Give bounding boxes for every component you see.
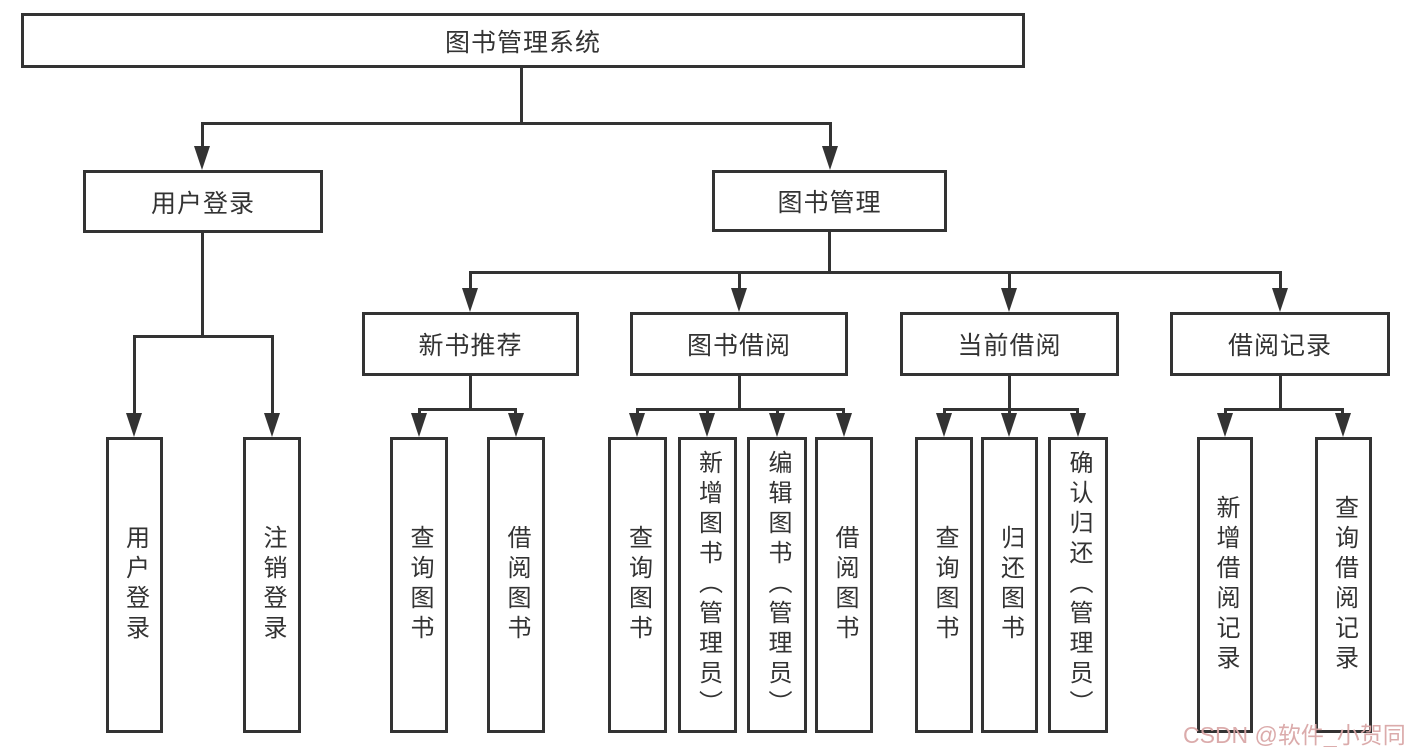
edge-line (201, 122, 831, 125)
leaf-borrowing-query-books-label: 查询图书 (624, 525, 652, 645)
leaf-recommend-query-books-label: 查询图书 (406, 525, 433, 645)
node-book-borrowing-label: 图书借阅 (686, 332, 791, 360)
arrow-down-icon (194, 146, 210, 170)
edge-line (943, 408, 1079, 411)
edge-line (469, 374, 472, 411)
leaf-current-return-books: 归还图书 (981, 437, 1038, 733)
arrow-down-icon (462, 288, 478, 312)
leaf-recommend-borrow-books-label: 借阅图书 (503, 525, 530, 645)
leaf-records-add-record: 新增借阅记录 (1197, 437, 1253, 733)
edge-line (133, 335, 136, 415)
leaf-records-query-record-label: 查询借阅记录 (1330, 495, 1358, 675)
edge-line (418, 408, 517, 411)
node-current-borrowing: 当前借阅 (900, 312, 1119, 376)
leaf-borrowing-add-books-admin: 新增图书（管理员） (678, 437, 737, 733)
arrow-down-icon (1070, 413, 1086, 437)
arrow-down-icon (411, 413, 427, 437)
node-library-system-label: 图书管理系统 (444, 28, 601, 57)
edge-line (201, 232, 204, 338)
leaf-logout: 注销登录 (243, 437, 301, 733)
leaf-current-confirm-return-admin-label: 确认归还（管理员） (1065, 450, 1092, 720)
arrow-down-icon (699, 413, 715, 437)
edge-line (1008, 374, 1011, 411)
leaf-borrowing-add-books-admin-label: 新增图书（管理员） (694, 450, 722, 720)
leaf-user-login-label: 用户登录 (121, 525, 149, 645)
leaf-user-login: 用户登录 (106, 437, 163, 733)
edge-line (469, 271, 472, 291)
leaf-records-add-record-label: 新增借阅记录 (1212, 495, 1239, 675)
arrow-down-icon (1335, 413, 1351, 437)
node-borrowing-records-label: 借阅记录 (1227, 332, 1332, 360)
edge-line (201, 122, 204, 148)
node-borrowing-records: 借阅记录 (1170, 312, 1390, 376)
arrow-down-icon (126, 413, 142, 437)
edge-line (271, 335, 274, 415)
leaf-recommend-query-books: 查询图书 (390, 437, 448, 733)
edge-line (738, 374, 741, 411)
arrow-down-icon (1217, 413, 1233, 437)
leaf-borrowing-borrow-books: 借阅图书 (815, 437, 873, 733)
edge-line (520, 67, 523, 125)
node-current-borrowing-label: 当前借阅 (957, 332, 1062, 360)
edge-line (828, 231, 831, 274)
arrow-down-icon (1001, 413, 1017, 437)
edge-line (469, 271, 1282, 274)
edge-line (133, 335, 274, 338)
leaf-borrowing-query-books: 查询图书 (608, 437, 667, 733)
leaf-current-confirm-return-admin: 确认归还（管理员） (1048, 437, 1108, 733)
leaf-recommend-borrow-books: 借阅图书 (487, 437, 545, 733)
node-new-book-recommend-label: 新书推荐 (418, 332, 523, 360)
node-book-management: 图书管理 (712, 170, 947, 232)
edge-line (636, 408, 845, 411)
edge-line (829, 122, 832, 148)
node-user-login: 用户登录 (83, 170, 323, 233)
arrow-down-icon (936, 413, 952, 437)
edge-line (1279, 271, 1282, 291)
leaf-current-query-books: 查询图书 (915, 437, 973, 733)
csdn-watermark: CSDN @软件_小贺同学 (1183, 722, 1405, 747)
edge-line (1008, 271, 1011, 291)
leaf-borrowing-edit-books-admin-label: 编辑图书（管理员） (764, 450, 791, 720)
node-new-book-recommend: 新书推荐 (362, 312, 579, 376)
arrow-down-icon (629, 413, 645, 437)
edge-line (1279, 374, 1282, 411)
node-book-management-label: 图书管理 (777, 189, 882, 217)
leaf-borrowing-borrow-books-label: 借阅图书 (831, 525, 858, 645)
leaf-logout-label: 注销登录 (259, 525, 286, 645)
edge-line (738, 271, 741, 291)
node-user-login-label: 用户登录 (150, 189, 255, 218)
arrow-down-icon (264, 413, 280, 437)
node-book-borrowing: 图书借阅 (630, 312, 848, 376)
arrow-down-icon (731, 288, 747, 312)
arrow-down-icon (769, 413, 785, 437)
arrow-down-icon (508, 413, 524, 437)
leaf-borrowing-edit-books-admin: 编辑图书（管理员） (747, 437, 807, 733)
leaf-current-query-books-label: 查询图书 (931, 525, 958, 645)
arrow-down-icon (1001, 288, 1017, 312)
arrow-down-icon (822, 146, 838, 170)
arrow-down-icon (1272, 288, 1288, 312)
arrow-down-icon (836, 413, 852, 437)
node-library-system: 图书管理系统 (21, 13, 1025, 68)
edge-line (1224, 408, 1344, 411)
leaf-current-return-books-label: 归还图书 (996, 525, 1024, 645)
leaf-records-query-record: 查询借阅记录 (1315, 437, 1372, 733)
